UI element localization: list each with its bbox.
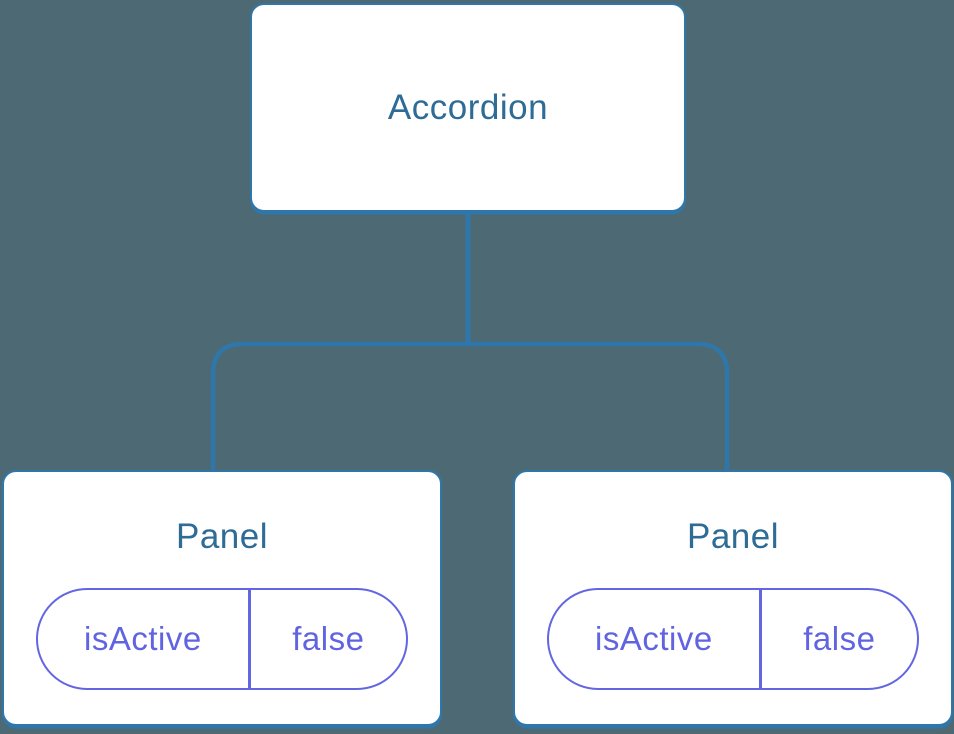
state-value: false xyxy=(292,620,365,657)
node-panel-left: Panel isActive false xyxy=(2,470,442,726)
node-panel-right: Panel isActive false xyxy=(513,470,953,726)
state-name: isActive xyxy=(38,590,251,688)
node-panel-left-label: Panel xyxy=(175,517,269,556)
node-panel-right-label: Panel xyxy=(686,517,780,556)
state-value: false xyxy=(803,620,876,657)
state-pill-left: isActive false xyxy=(36,588,408,690)
node-accordion: Accordion xyxy=(250,3,686,212)
state-pill-right: isActive false xyxy=(547,588,919,690)
node-accordion-label: Accordion xyxy=(387,87,549,127)
state-name: isActive xyxy=(549,590,762,688)
connector-branch-bracket xyxy=(210,341,730,472)
